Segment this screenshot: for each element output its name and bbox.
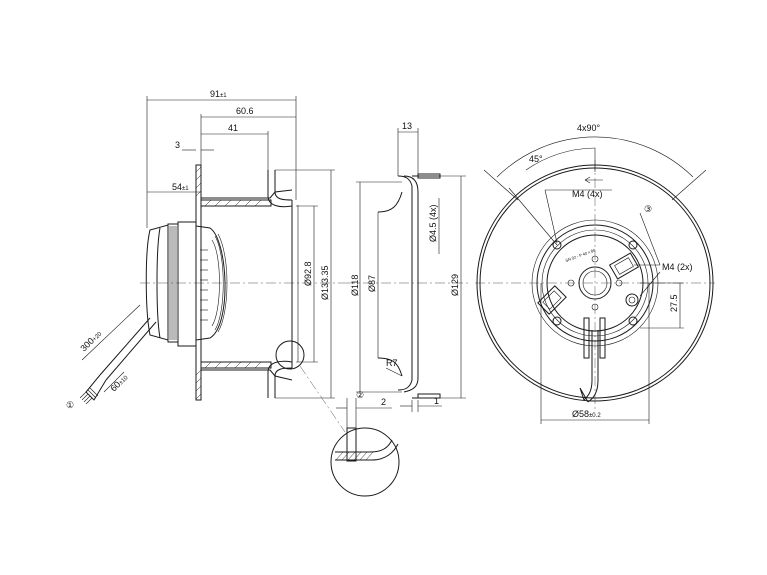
dim-overall-depth-tol: ±1 (220, 93, 227, 99)
dim-depth-3: 3 (175, 140, 180, 150)
dim-depth-54-tol: ±1 (182, 186, 189, 192)
svg-text:54±1: 54±1 (172, 182, 189, 192)
section-view: 13 Ø118 Ø87 Ø129 Ø4.5 (4x) R7 1 (345, 121, 470, 412)
plate-label: SN 02 - P 40 x 80 (565, 247, 597, 263)
dim-depth-60: 60.6 (236, 106, 254, 116)
side-view: 91±1 60.6 41 3 54±1 Ø92.8 Ø133.35 300+20… (66, 89, 345, 410)
dim-overall-depth: 91 (210, 89, 220, 99)
dim-depth-54: 54 (172, 182, 182, 192)
dim-dia-92: Ø92.8 (303, 261, 313, 286)
dim-angle-4x90: 4x90° (577, 123, 601, 133)
svg-text:91±1: 91±1 (210, 89, 227, 99)
detail-view: 2 ② (299, 365, 400, 497)
dim-dia-58-tol: ±0.2 (589, 413, 601, 419)
svg-text:300+20: 300+20 (78, 328, 103, 353)
dim-hole-4-5: Ø4.5 (4x) (428, 204, 438, 242)
dim-cable-300-tol: +20 (92, 331, 104, 343)
dim-flange-13: 13 (402, 121, 412, 131)
dim-gap-1: 1 (434, 396, 439, 406)
svg-text:Ø58±0.2: Ø58±0.2 (572, 409, 601, 419)
dim-cable-60-tol: ±10 (118, 375, 130, 387)
svg-text:60±10: 60±10 (108, 372, 130, 394)
dim-depth-41: 41 (228, 123, 238, 133)
front-view: SN 02 - P 40 x 80 4x90° 45° M4 (4x) ③ M4… (475, 123, 715, 424)
dim-offset-27-5: 27.5 (669, 294, 679, 312)
thread-m4-4x: M4 (4x) (572, 189, 603, 199)
dim-dia-58: Ø58 (572, 409, 589, 419)
dim-radius-r7: R7 (386, 358, 398, 368)
callout-1: ① (66, 400, 74, 410)
dim-angle-45: 45° (529, 154, 543, 164)
thread-m4-2x: M4 (2x) (662, 262, 693, 272)
dim-dia-118: Ø118 (350, 275, 360, 296)
dim-dia-129: Ø129 (450, 274, 460, 296)
dim-dia-87: Ø87 (367, 275, 377, 292)
dim-dia-133: Ø133.35 (320, 265, 330, 300)
callout-3: ③ (644, 204, 652, 214)
callout-2: ② (356, 390, 364, 400)
dim-gap-2: 2 (381, 397, 386, 407)
